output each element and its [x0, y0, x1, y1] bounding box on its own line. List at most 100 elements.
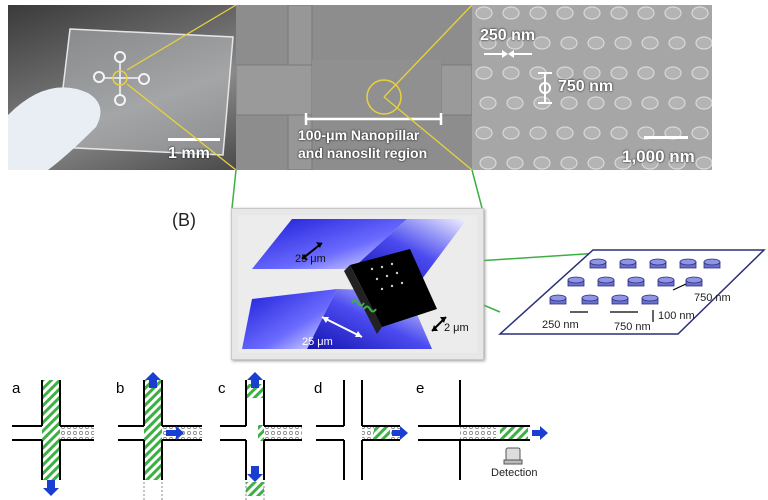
sem-pillar — [502, 66, 520, 80]
pillar-height-label: 100 nm — [658, 310, 695, 322]
sem-pillar — [506, 156, 524, 170]
schematic-pillar-top — [581, 294, 599, 302]
chip-scale-label: 1 mm — [168, 145, 210, 162]
chip-scale-bar — [168, 138, 220, 141]
pitch-arrows — [538, 72, 552, 104]
sem-pillar — [502, 126, 520, 140]
sem-pillar — [506, 36, 524, 50]
gap-arrows — [484, 50, 532, 58]
sem-pillar — [664, 66, 682, 80]
sem-pillar — [533, 36, 551, 50]
schematic-pillar-top — [703, 258, 721, 266]
sem-pillar — [556, 126, 574, 140]
step-a — [12, 380, 94, 496]
sem-pillar — [479, 36, 497, 50]
sem-pillar — [479, 156, 497, 170]
width-bottom-label: 25 μm — [302, 336, 333, 348]
schematic-pillar-top — [619, 258, 637, 266]
schematic-pillar-top — [589, 258, 607, 266]
pillar-pitch-y-label: 750 nm — [694, 292, 731, 304]
step-d — [316, 380, 408, 480]
sem-pillar — [695, 96, 712, 110]
step-e — [418, 380, 548, 480]
step-c — [220, 372, 302, 500]
sem-pillar — [479, 96, 497, 110]
sem-scale-label: 1,000 nm — [622, 147, 695, 166]
sem-pillar — [475, 126, 493, 140]
sem-pillar — [502, 6, 520, 20]
sem-pillar — [583, 66, 601, 80]
sem-high-photo: 250 nm 750 nm 1,000 nm — [472, 5, 712, 170]
sem-pillar — [556, 66, 574, 80]
sem-pillar — [668, 96, 686, 110]
sem-pillar — [583, 6, 601, 20]
sem-pillar — [691, 126, 709, 140]
sem-pillar — [641, 36, 659, 50]
channel-3d-drawing — [238, 215, 477, 353]
pitch-label: 750 nm — [558, 78, 614, 95]
sem-pillar — [614, 96, 632, 110]
step-label-a: a — [12, 380, 21, 397]
sem-region-label-1: 100-μm Nanopillar — [298, 127, 420, 143]
pillar-gap-x-label: 250 nm — [542, 319, 579, 331]
sem-pillar — [610, 126, 628, 140]
sem-pillar — [668, 156, 686, 170]
sem-pillar — [614, 156, 632, 170]
sem-pillar — [610, 6, 628, 20]
sem-pillar — [560, 36, 578, 50]
sem-pillar — [587, 96, 605, 110]
schematic-pillar-top — [657, 276, 675, 284]
sem-pillar — [560, 156, 578, 170]
schematic-pillar-top — [679, 258, 697, 266]
sem-pillar — [560, 96, 578, 110]
schematic-pillar-top — [649, 258, 667, 266]
schematic-pillar-top — [567, 276, 585, 284]
schematic-pillar-top — [549, 294, 567, 302]
sem-pillar — [556, 6, 574, 20]
sem-pillar — [695, 156, 712, 170]
step-label-d: d — [314, 380, 323, 397]
sem-pillar — [475, 66, 493, 80]
channel-3d-render: 25 μm 25 μm 2 μm — [231, 208, 484, 360]
sem-pillar — [587, 156, 605, 170]
sem-pillar — [533, 156, 551, 170]
zoom-circle — [112, 70, 128, 86]
chip-photo: 1 mm — [8, 5, 236, 170]
step-label-b: b — [116, 380, 125, 397]
sem-pillar — [637, 6, 655, 20]
sem-pillar — [475, 6, 493, 20]
sem-scale-bar — [644, 136, 688, 139]
depth-label: 2 μm — [444, 322, 469, 334]
pillar-grid — [472, 5, 712, 170]
step-label-c: c — [218, 380, 226, 397]
sem-pillar — [506, 96, 524, 110]
sem-pillar — [641, 96, 659, 110]
step-label-e: e — [416, 380, 425, 397]
sem-pillar — [691, 6, 709, 20]
width-top-label: 25 μm — [295, 253, 326, 265]
sem-pillar — [529, 6, 547, 20]
schematic-pillar-top — [641, 294, 659, 302]
sem-pillar — [529, 126, 547, 140]
detection-label: Detection — [491, 467, 538, 479]
step-b — [118, 372, 202, 500]
sem-pillar — [637, 66, 655, 80]
schematic-pillar-top — [597, 276, 615, 284]
sem-low-photo: 100-μm Nanopillar and nanoslit region — [236, 5, 472, 170]
sem-pillar — [664, 6, 682, 20]
pillar-array-schematic: 250 nm 750 nm 100 nm 750 nm — [498, 248, 766, 348]
schematic-pillar-top — [685, 276, 703, 284]
schematic-pillar-top — [627, 276, 645, 284]
sem-pillar — [614, 36, 632, 50]
sem-pillar — [583, 126, 601, 140]
steps-diagram — [12, 372, 548, 500]
sem-region-label-2: and nanoslit region — [298, 145, 428, 161]
schematic-pillar-top — [611, 294, 629, 302]
sem-pillar — [691, 66, 709, 80]
pillar-pitch-x-label: 750 nm — [614, 321, 651, 333]
gap-label: 250 nm — [480, 27, 536, 44]
sem-pillar — [668, 36, 686, 50]
sem-pillar — [610, 66, 628, 80]
sem-pillar — [695, 36, 712, 50]
pillar-array-drawing — [498, 249, 766, 335]
